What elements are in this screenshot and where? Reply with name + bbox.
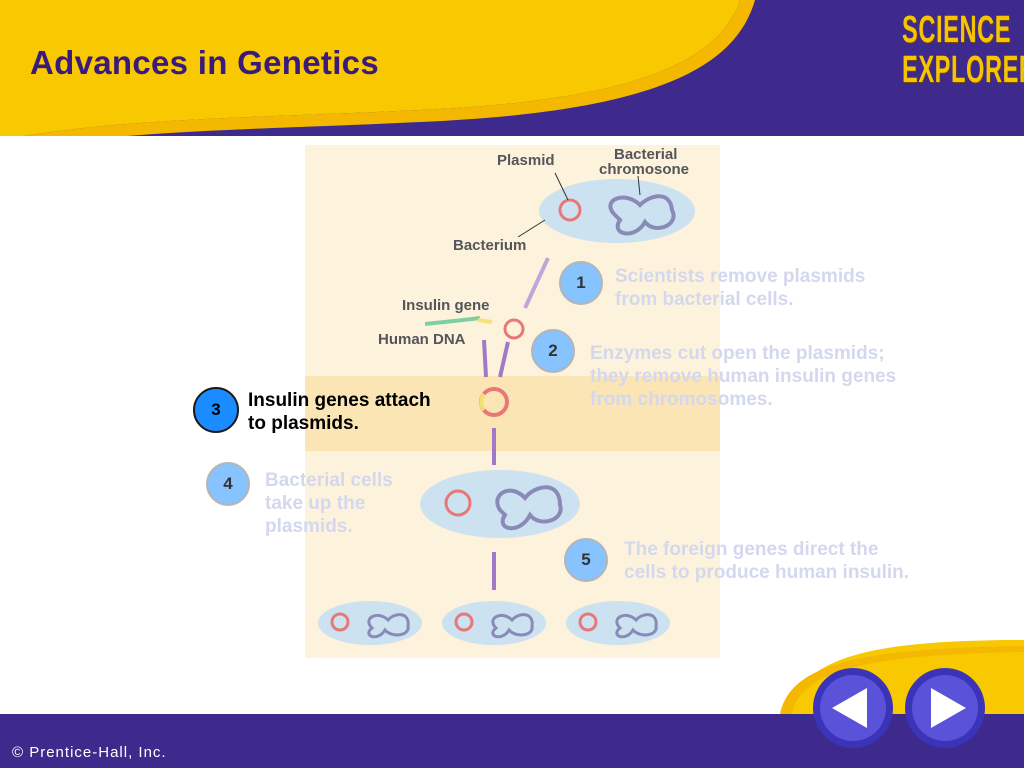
step-3-number[interactable]: 3 (193, 387, 239, 433)
bacterium-label: Bacterium (453, 237, 527, 254)
human-dna-label: Human DNA (378, 331, 466, 348)
triangle-left-icon (813, 668, 893, 748)
step-1-number[interactable]: 1 (559, 261, 603, 305)
previous-button[interactable] (812, 667, 894, 749)
step-4-line-3: plasmids. (265, 516, 353, 537)
insulin-gene-label: Insulin gene (402, 297, 490, 314)
triangle-right-icon (905, 668, 985, 748)
step-5-line-2: cells to produce human insulin. (624, 562, 910, 583)
step-2-number[interactable]: 2 (531, 329, 575, 373)
step-4-text: Bacterial cells take up the plasmids. (265, 469, 393, 538)
plasmid-label: Plasmid (497, 152, 555, 169)
slide-title: Advances in Genetics (30, 44, 379, 81)
step-1-text: Scientists remove plasmids from bacteria… (615, 265, 865, 311)
step-4-line-2: take up the (265, 493, 366, 514)
step-2-line-3: from chromosomes. (590, 389, 773, 410)
step-3-text: Insulin genes attach to plasmids. (248, 389, 431, 435)
step-3-line-1: Insulin genes attach (248, 390, 431, 411)
step-4-number[interactable]: 4 (206, 462, 250, 506)
logo-line-1: SCIENCE (902, 9, 1012, 51)
science-explorer-logo: SCIENCE EXPLORER (902, 9, 1024, 91)
step-2-line-2: they remove human insulin genes (590, 366, 897, 387)
step-1-line-1: Scientists remove plasmids (615, 266, 866, 287)
next-button[interactable] (904, 667, 986, 749)
step-3-line-2: to plasmids. (248, 413, 359, 434)
step-1-line-2: from bacterial cells. (615, 289, 794, 310)
step-4-line-1: Bacterial cells (265, 470, 393, 491)
bacterial-chromosome-label-line2: chromosone (599, 161, 690, 178)
step-5-line-1: The foreign genes direct the (624, 539, 879, 560)
logo-line-2: EXPLORER (902, 49, 1024, 91)
step-5-number[interactable]: 5 (564, 538, 608, 582)
step-2-text: Enzymes cut open the plasmids; they remo… (590, 342, 896, 411)
step-5-text: The foreign genes direct the cells to pr… (624, 538, 909, 584)
copyright-text: © Prentice-Hall, Inc. (12, 744, 167, 761)
step-2-line-1: Enzymes cut open the plasmids; (590, 343, 885, 364)
bacterial-chromosome-label-line1: Bacterial (614, 146, 678, 163)
